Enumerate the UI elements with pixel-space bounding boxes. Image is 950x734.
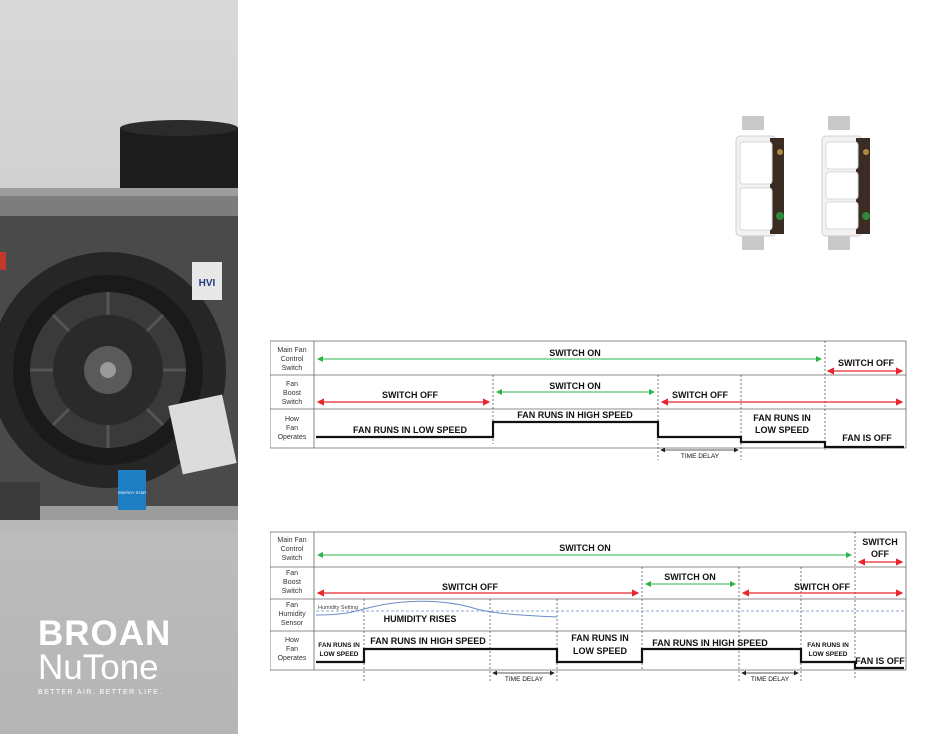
brand-logo: BROAN NuTone BETTER AIR. BETTER LIFE. — [38, 614, 172, 697]
row-label-boost-2: Boost — [283, 390, 301, 397]
row2-label-boost-3: Switch — [282, 588, 303, 595]
low1-a-label: FAN RUNS IN — [318, 642, 360, 649]
boost-switch-on-label: SWITCH ON — [549, 381, 601, 391]
row-labels-2: Main Fan Control Switch Fan Boost Switch… — [277, 537, 306, 662]
fan-off-label: FAN IS OFF — [842, 433, 892, 443]
low3-a-label: FAN RUNS IN — [807, 642, 849, 649]
low-speed-label: FAN RUNS IN LOW SPEED — [353, 425, 468, 435]
fan-operation-waveform — [316, 420, 904, 449]
row-label-main-3: Switch — [282, 365, 303, 372]
timing-diagram-2: Main Fan Control Switch Fan Boost Switch… — [270, 529, 910, 689]
row-label-fan-2: Fan — [286, 425, 298, 432]
row-label-boost-3: Switch — [282, 399, 303, 406]
time-delay-label: TIME DELAY — [681, 453, 720, 460]
time-delay-2-label: TIME DELAY — [751, 676, 790, 683]
low-speed-2b-label: LOW SPEED — [755, 425, 810, 435]
exhaust-fan-photo: HVI ENERGY STAR — [0, 120, 238, 534]
row2-label-humid-1: Fan — [286, 602, 298, 609]
energy-star-label: ENERGY STAR — [118, 490, 146, 495]
row2-label-main-2: Control — [281, 546, 304, 553]
main-switch-off-label: SWITCH OFF — [838, 358, 894, 368]
timing-diagram-1: Main Fan Control Switch Fan Boost Switch… — [270, 338, 910, 468]
row2-label-boost-1: Fan — [286, 570, 298, 577]
brand-name-nutone: NuTone — [38, 648, 159, 687]
humidity-setting-label: Humidity Setting — [318, 605, 358, 611]
fan-operation-waveform-2 — [316, 647, 904, 670]
main-switch-on-label: SWITCH ON — [549, 348, 601, 358]
main2-switch-on-label: SWITCH ON — [559, 543, 611, 553]
low2-a-label: FAN RUNS IN — [571, 633, 629, 643]
row2-label-main-3: Switch — [282, 555, 303, 562]
triple-switch-icon — [821, 116, 870, 250]
low2-b-label: LOW SPEED — [573, 646, 628, 656]
dual-switch-icon — [735, 116, 784, 250]
row-label-fan-1: How — [285, 416, 300, 423]
boost-switch-off-label: SWITCH OFF — [382, 390, 438, 400]
hvi-label: HVI — [199, 278, 216, 289]
row2-label-fan-1: How — [285, 637, 300, 644]
low3-b-label: LOW SPEED — [808, 651, 847, 658]
row-labels: Main Fan Control Switch Fan Boost Switch… — [277, 347, 306, 441]
brand-tagline: BETTER AIR. BETTER LIFE. — [38, 689, 163, 696]
fan2-off-label: FAN IS OFF — [855, 656, 905, 666]
row-label-main-1: Main Fan — [277, 347, 306, 354]
low1-b-label: LOW SPEED — [319, 651, 358, 658]
row2-label-humid-3: Sensor — [281, 620, 304, 627]
row2-label-humid-2: Humidity — [278, 611, 306, 618]
wall-switches-photo — [735, 116, 870, 250]
boost2-switch-on-label: SWITCH ON — [664, 572, 716, 582]
row2-label-main-1: Main Fan — [277, 537, 306, 544]
boost2-switch-off-label: SWITCH OFF — [442, 582, 498, 592]
row-label-boost-1: Fan — [286, 381, 298, 388]
boost2-switch-off-2-label: SWITCH OFF — [794, 582, 850, 592]
row2-label-fan-3: Operates — [278, 655, 307, 662]
row-label-fan-3: Operates — [278, 434, 307, 441]
brand-name-broan: BROAN — [38, 614, 172, 653]
boost-switch-off-2-label: SWITCH OFF — [672, 390, 728, 400]
high2-label: FAN RUNS IN HIGH SPEED — [652, 638, 768, 648]
row2-label-fan-2: Fan — [286, 646, 298, 653]
low-speed-2a-label: FAN RUNS IN — [753, 413, 811, 423]
humidity-rises-label: HUMIDITY RISES — [384, 614, 457, 624]
high-speed-label: FAN RUNS IN HIGH SPEED — [517, 410, 633, 420]
row-label-main-2: Control — [281, 356, 304, 363]
main2-switch-off-b-label: OFF — [871, 549, 889, 559]
row2-label-boost-2: Boost — [283, 579, 301, 586]
time-delay-1-label: TIME DELAY — [505, 676, 544, 683]
product-photo-panel: HVI ENERGY STAR BROAN NuTone BETTER AIR.… — [0, 0, 238, 734]
high1-label: FAN RUNS IN HIGH SPEED — [370, 636, 486, 646]
main2-switch-off-a-label: SWITCH — [862, 537, 898, 547]
humidity-curve — [315, 600, 558, 618]
